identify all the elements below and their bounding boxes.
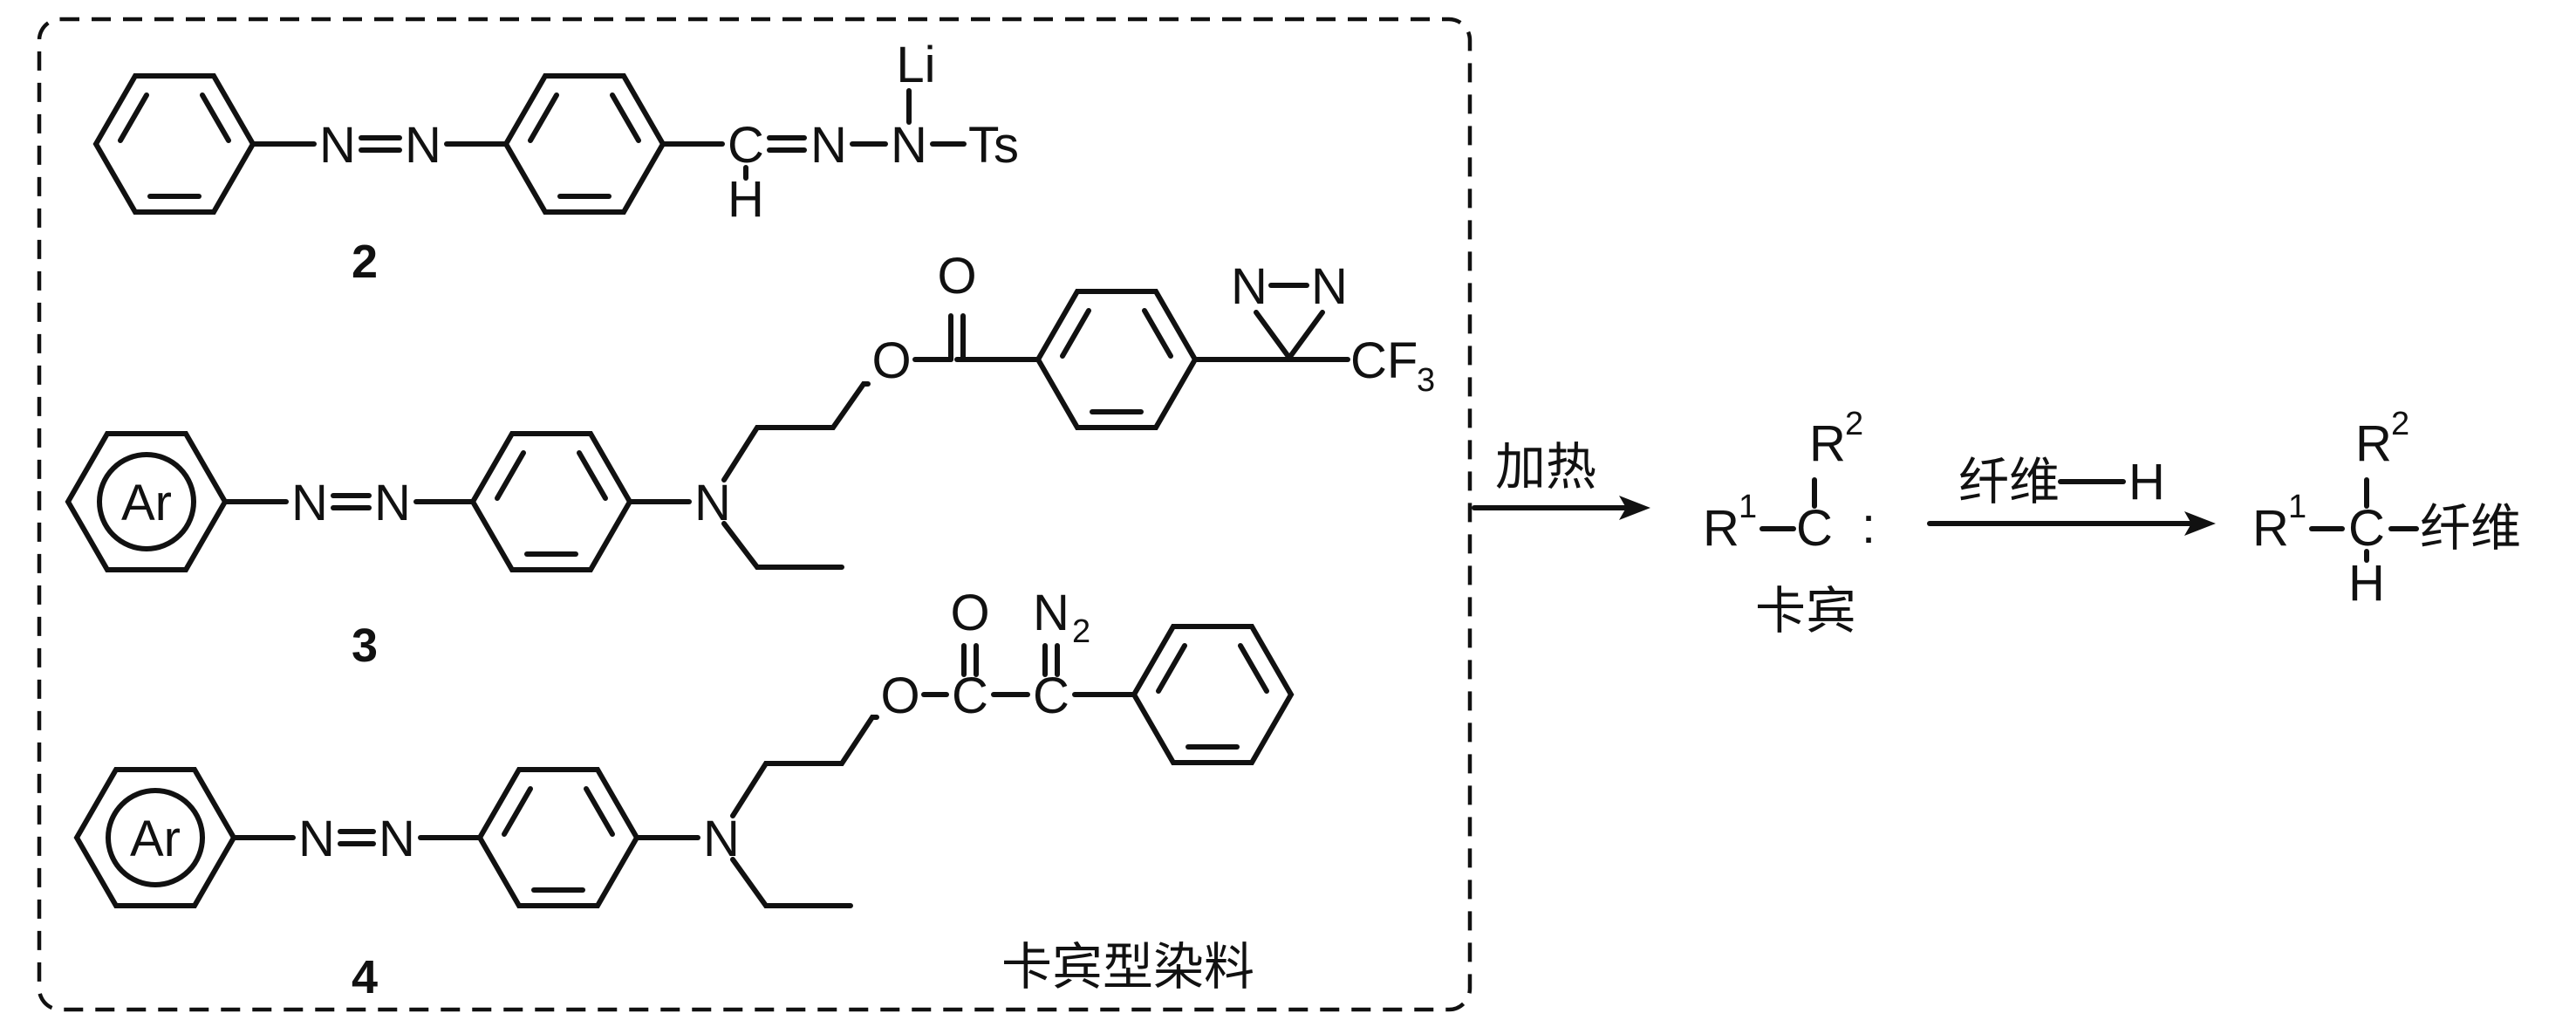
compound-label: 3 xyxy=(352,620,378,672)
fiber-label: 纤维 xyxy=(2420,500,2521,557)
compound-3: Ar N N N O O N xyxy=(65,248,1435,672)
atom-o: O xyxy=(950,585,989,641)
atom-n: N xyxy=(810,117,847,174)
atom-c: C xyxy=(1796,500,1833,557)
box-caption: 卡宾型染料 xyxy=(1001,939,1254,996)
benzene-ring xyxy=(476,767,640,908)
atom-n: N xyxy=(1231,258,1268,315)
diazirine-ring: N N xyxy=(1231,258,1348,360)
atom-cf3: CF xyxy=(1350,332,1418,389)
atom-r: R xyxy=(2355,415,2392,472)
atom-ar: Ar xyxy=(121,475,172,531)
atom-c: C xyxy=(1033,668,1069,724)
atom-n: N xyxy=(1311,258,1348,315)
carbene: R 1 C : R 2 卡宾 xyxy=(1703,406,1876,640)
atom-o: O xyxy=(880,668,919,724)
heating-arrow: 加热 xyxy=(1472,439,1650,520)
atom-r: R xyxy=(1809,415,1846,472)
atom-li: Li xyxy=(896,37,935,93)
product: R 1 C R 2 H 纤维 xyxy=(2252,406,2521,612)
atom-n: N xyxy=(298,811,335,867)
atom-r: R xyxy=(1703,500,1739,557)
benzene-ring xyxy=(92,73,256,215)
atom-c: C xyxy=(952,668,988,724)
superscript: 2 xyxy=(2391,406,2409,442)
aryl-ring: Ar xyxy=(73,767,237,908)
superscript: 1 xyxy=(1739,489,1757,525)
atom-n: N xyxy=(891,117,927,174)
atom-c: C xyxy=(2348,500,2385,557)
atom-n: N xyxy=(405,117,441,174)
atom-h: H xyxy=(728,171,764,228)
atom-n: N xyxy=(319,117,356,174)
compound-label: 2 xyxy=(352,236,378,288)
compound-4: Ar N N N O C O C N 2 xyxy=(73,585,1295,1003)
subscript: 3 xyxy=(1417,362,1435,399)
arrow-label-h: H xyxy=(2128,454,2165,510)
atom-ts: Ts xyxy=(968,117,1019,174)
benzene-ring xyxy=(1035,289,1199,430)
atom-ar: Ar xyxy=(130,811,181,867)
benzene-ring xyxy=(469,431,633,572)
subscript: 2 xyxy=(1072,613,1090,650)
arrow-label-fiber: 纤维 xyxy=(1958,454,2060,510)
atom-o: O xyxy=(937,248,976,305)
atom-c: C xyxy=(728,117,764,174)
atom-n: N xyxy=(291,475,328,531)
atom-h: H xyxy=(2348,555,2385,612)
fiber-arrow: 纤维 H xyxy=(1927,454,2216,536)
atom-n: N xyxy=(374,475,411,531)
compound-label: 4 xyxy=(352,951,378,1003)
benzene-ring xyxy=(502,73,666,215)
dye-group-box xyxy=(37,17,1472,1012)
benzene-ring xyxy=(1131,624,1295,765)
atom-n: N xyxy=(379,811,415,867)
arrow-label: 加热 xyxy=(1495,439,1596,496)
compound-2: N N C H N N Li Ts 2 xyxy=(92,37,1019,288)
atom-o: O xyxy=(871,332,911,389)
superscript: 1 xyxy=(2288,489,2306,525)
superscript: 2 xyxy=(1845,406,1863,442)
aryl-ring: Ar xyxy=(65,431,229,572)
atom-r: R xyxy=(2252,500,2289,557)
atom-n2: N xyxy=(1033,585,1069,641)
lone-pair: : xyxy=(1862,497,1876,554)
carbene-name: 卡宾 xyxy=(1755,583,1856,640)
